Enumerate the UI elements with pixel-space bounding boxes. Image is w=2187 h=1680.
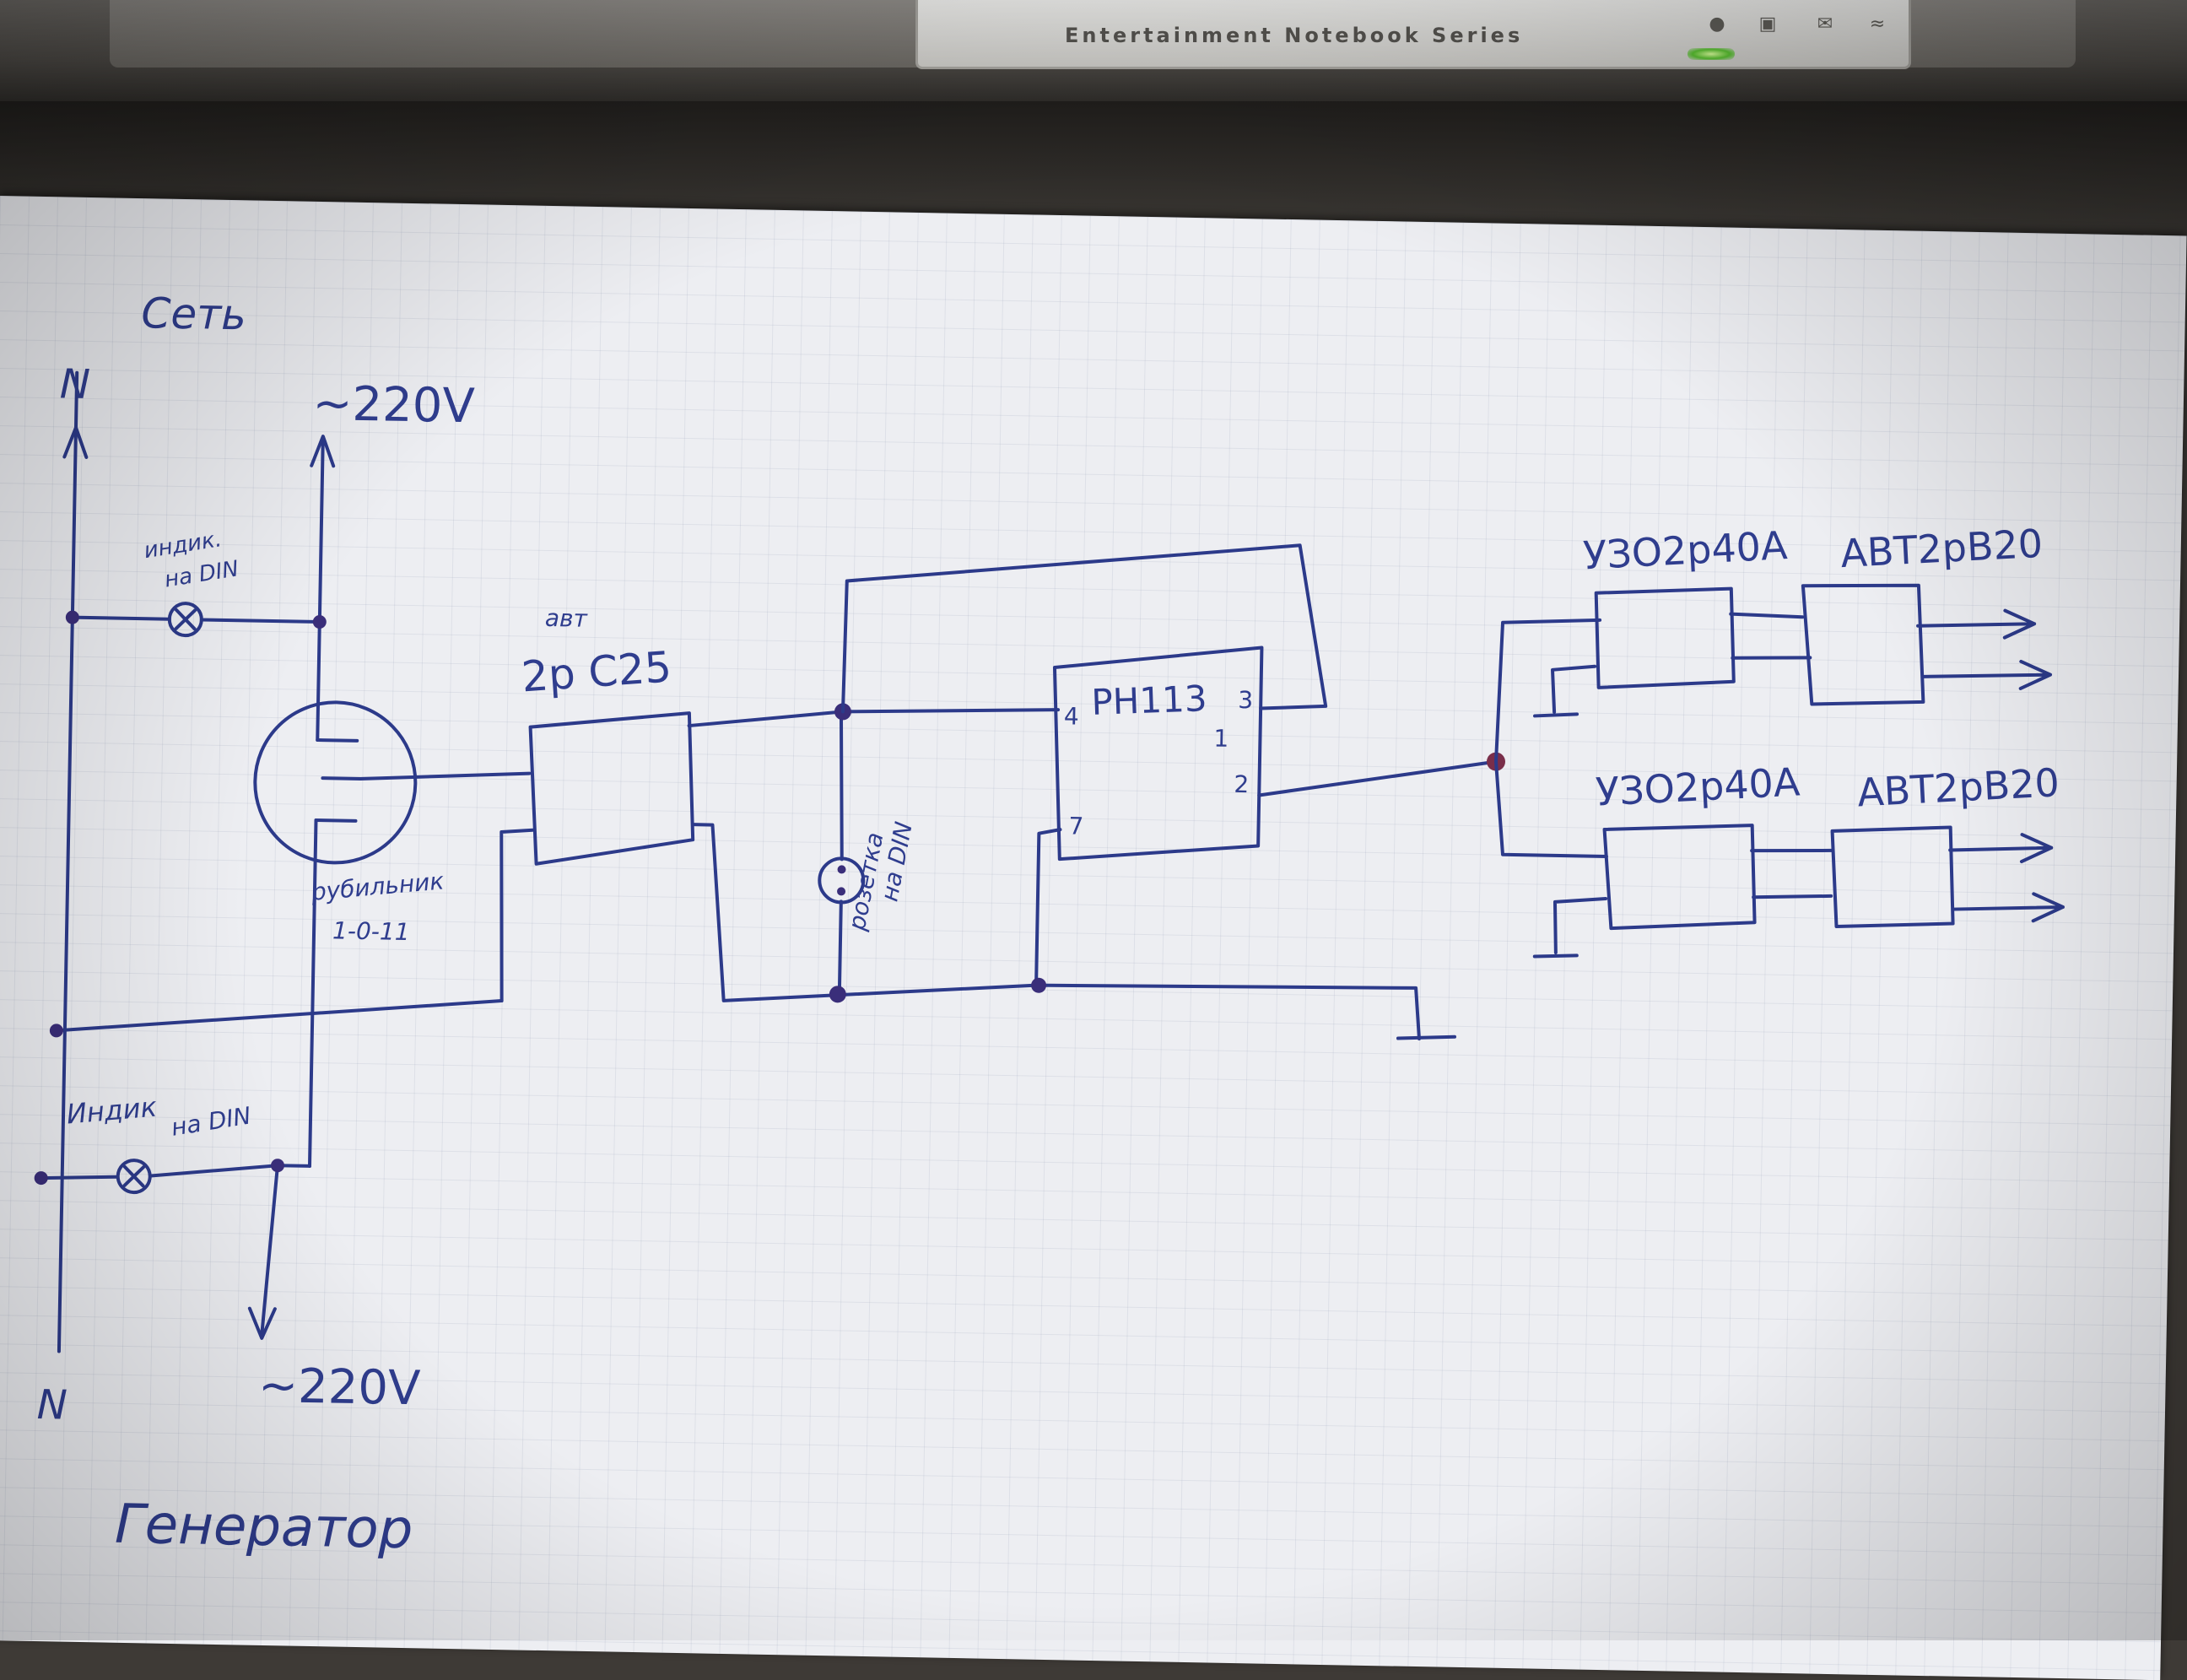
node-socket-bottom <box>829 986 846 1003</box>
label-socket-2: на DIN <box>875 819 918 904</box>
label-relay-pin-4: 4 <box>1064 702 1079 730</box>
breaker-to-relay-phase-wire <box>687 708 1061 728</box>
rcd-breaker-link-bottom-a <box>1750 848 1834 853</box>
ground-symbol-center-icon <box>1396 1034 1457 1040</box>
neutral-to-breaker-wire <box>500 828 535 1003</box>
label-switch-2: 1-0-11 <box>332 916 410 946</box>
distribution-wire-top <box>1494 618 1602 764</box>
changeover-switch-icon <box>253 700 418 865</box>
din-socket-icon <box>818 856 866 905</box>
label-generator: Генератор <box>114 1494 413 1561</box>
label-breaker-out-bottom: АВТ2рВ20 <box>1856 759 2060 815</box>
socket-wire-lower <box>837 899 843 997</box>
neutral-return-wire <box>691 823 1421 1040</box>
mains-phase-arrow-icon <box>310 435 336 468</box>
neutral-top-arrow-icon <box>62 425 89 459</box>
rcd-top-box <box>1594 586 1736 689</box>
rcd-breaker-link-top-b <box>1731 656 1812 660</box>
node-relay-neutral <box>1031 977 1047 993</box>
wiring-schematic: Сеть N N ~220V ~220V Генератор индик. на… <box>34 289 2065 1561</box>
label-relay-pin-7: 7 <box>1068 812 1083 840</box>
mains-phase-wire <box>316 439 325 743</box>
indicator-bottom-wire-right <box>148 1164 279 1178</box>
main-breaker-box <box>528 711 695 866</box>
neutral-feed-wire <box>54 999 504 1033</box>
label-indicator-top-2: на DIN <box>163 556 240 592</box>
rcd-breaker-link-bottom-b <box>1752 894 1833 899</box>
label-breaker-out-top: АВТ2рВ20 <box>1839 521 2044 576</box>
label-neutral-top: N <box>59 360 90 408</box>
node-generator-bottom <box>270 1159 284 1173</box>
indicator-lamp-bottom-icon <box>116 1159 152 1195</box>
disk-icon: ▣ <box>1758 14 1777 35</box>
label-neutral-bottom: N <box>36 1381 68 1429</box>
laptop-series-label: Entertainment Notebook Series <box>1065 24 1524 47</box>
label-indicator-bottom-2: на DIN <box>170 1101 253 1141</box>
output-arrow-top-2-icon <box>1921 659 2053 690</box>
indicator-top-wire-right <box>199 618 321 624</box>
indicator-lamp-top-icon <box>167 602 203 638</box>
label-voltage-bottom: ~220V <box>258 1359 421 1417</box>
switch-output-wire <box>359 771 532 781</box>
relay-feedback-loop-wire <box>840 543 1328 714</box>
indicator-top-wire-left <box>70 615 171 621</box>
wifi-icon: ≈ <box>1869 14 1886 35</box>
label-breaker-top: авт <box>545 604 588 633</box>
node-neutral-feed <box>49 1024 63 1038</box>
ground-symbol-bottom-icon <box>1532 897 1608 959</box>
mail-icon: ✉ <box>1817 14 1833 35</box>
indicator-bottom-wire-left <box>39 1175 119 1180</box>
output-arrow-bottom-1-icon <box>1948 833 2054 864</box>
breaker-top-out-box <box>1801 583 1925 706</box>
label-relay-pin-1: 1 <box>1213 724 1228 752</box>
socket-wire-upper <box>839 710 844 862</box>
output-arrow-bottom-2-icon <box>1951 892 2065 923</box>
relay-neutral-wire <box>1034 828 1062 987</box>
label-breaker-main: 2р С25 <box>520 642 673 701</box>
generator-phase-arrow-icon <box>247 1306 277 1340</box>
output-arrow-top-1-icon <box>1916 608 2037 640</box>
label-relay-pin-2: 2 <box>1234 770 1249 798</box>
rcd-bottom-box <box>1602 824 1757 931</box>
label-switch-1: рубильник <box>310 867 446 906</box>
bulb-icon: ● <box>1709 14 1725 35</box>
node-n-top <box>65 610 79 624</box>
label-indicator-bottom-1: Индик <box>65 1090 159 1130</box>
power-led <box>1688 48 1735 60</box>
label-mains: Сеть <box>141 289 246 339</box>
label-voltage-top: ~220V <box>312 376 475 435</box>
label-indicator-top-1: индик. <box>143 527 224 564</box>
label-relay-name: РН113 <box>1091 678 1208 723</box>
label-relay-pin-3: 3 <box>1238 686 1253 714</box>
label-rcd-top: УЗО2р40А <box>1582 522 1789 578</box>
breaker-bottom-out-box <box>1830 825 1955 929</box>
relay-output-wire <box>1257 759 1498 797</box>
neutral-bus <box>57 370 79 1353</box>
node-phase-top <box>312 615 327 629</box>
ground-symbol-top-icon <box>1533 664 1597 718</box>
voltage-relay-box <box>1052 646 1264 862</box>
rcd-breaker-link-top-a <box>1729 612 1805 619</box>
node-n-bottom <box>34 1171 48 1186</box>
generator-phase-wire <box>260 1164 279 1336</box>
distribution-wire-bottom <box>1494 759 1608 859</box>
laptop-status-strip <box>915 0 1911 69</box>
label-rcd-bottom: УЗО2р40А <box>1595 759 1801 814</box>
notebook-paper: Сеть N N ~220V ~220V Генератор индик. на… <box>0 196 2187 1680</box>
generator-phase-upper <box>307 818 318 1168</box>
